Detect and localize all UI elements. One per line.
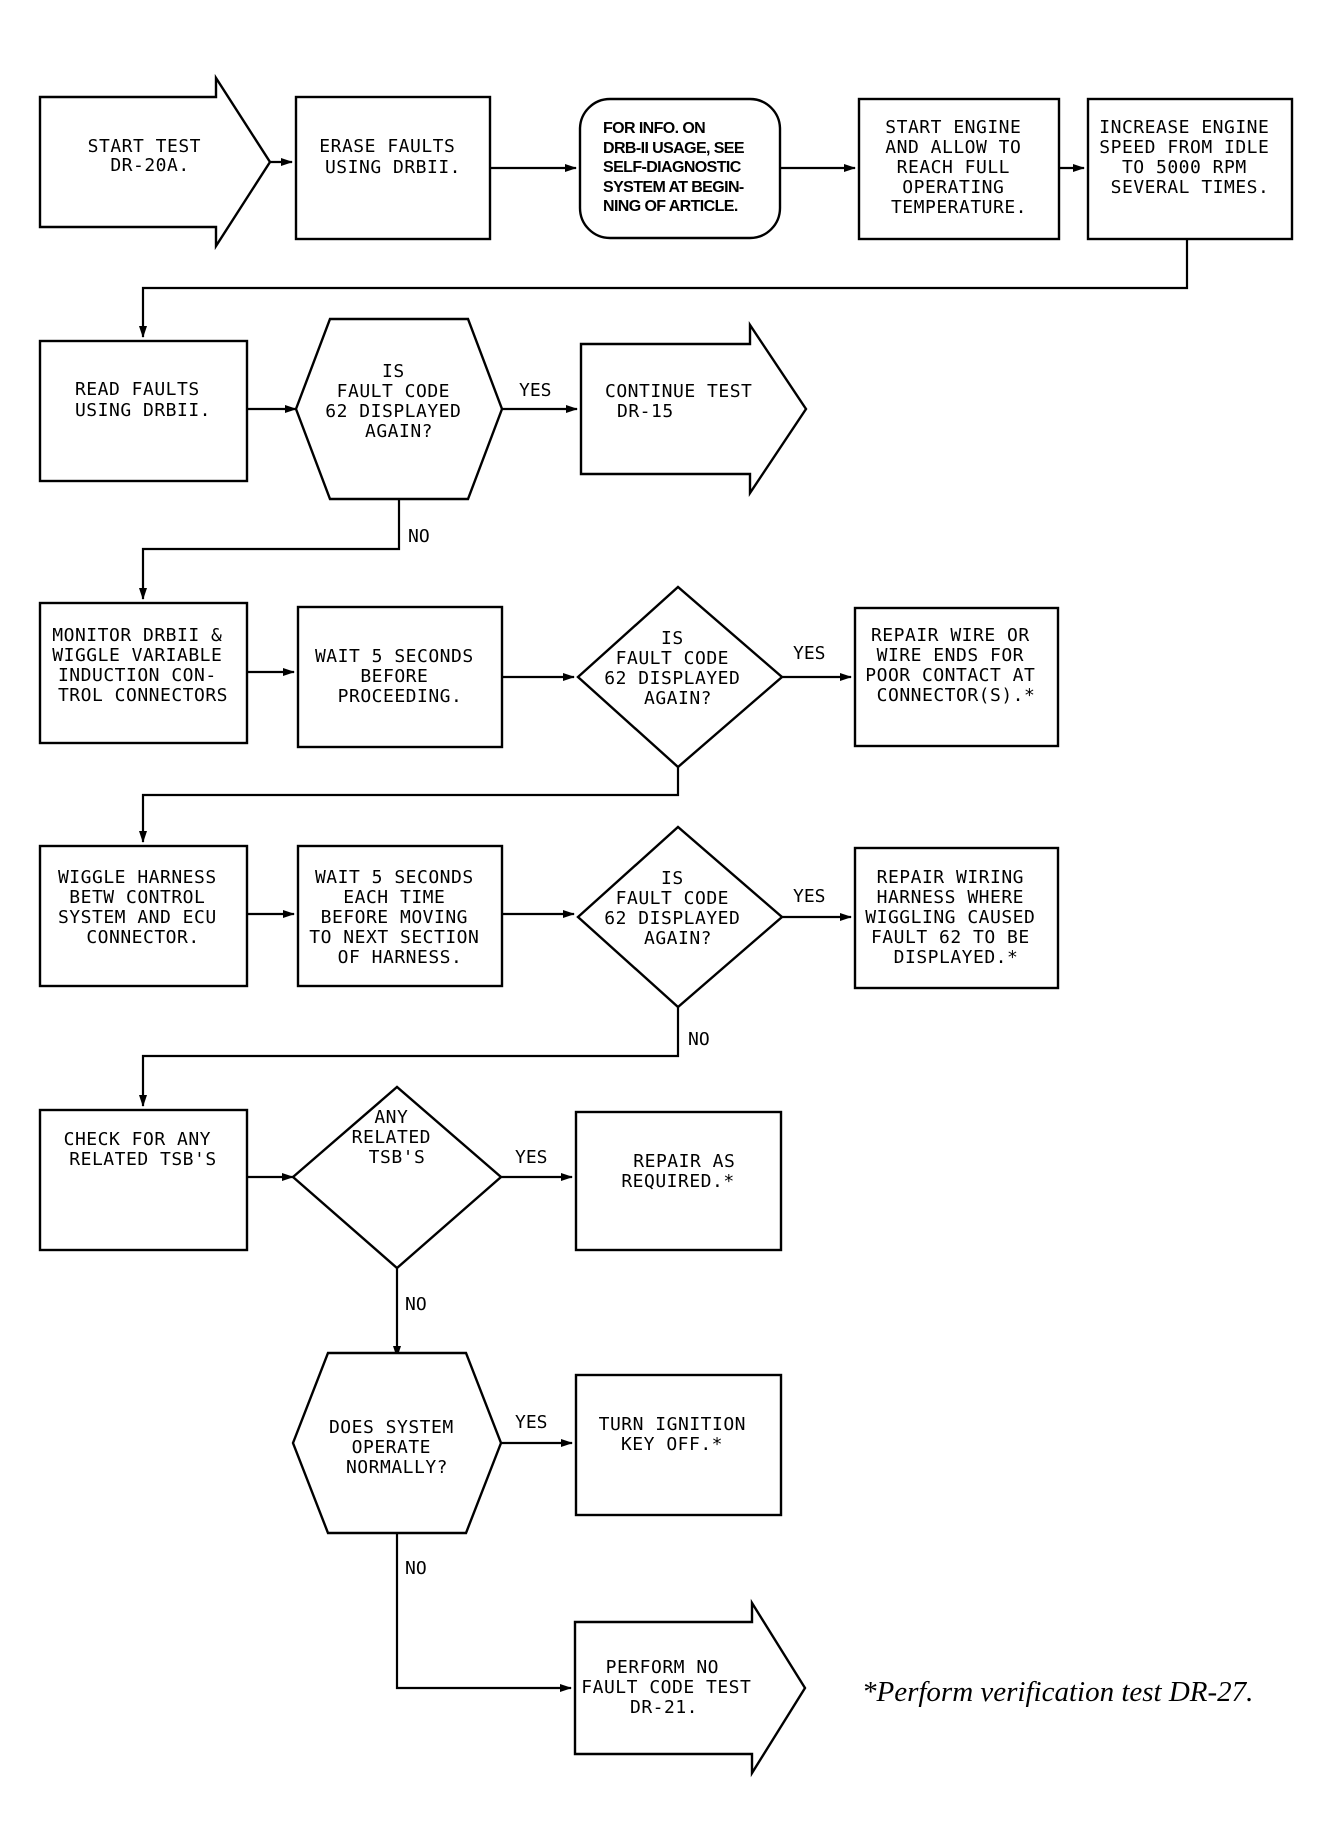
decision-1-yes-label: YES (519, 380, 552, 401)
wait-5-seconds-box-1: WAIT 5 SECONDS BEFORE PROCEEDING. (296, 605, 504, 749)
decision-5-yes-label: YES (515, 1412, 548, 1433)
info-rounded-box: FOR INFO. ON DRB-II USAGE, SEE SELF-DIAG… (578, 97, 782, 240)
decision-4-text: ANY RELATED TSB'S (352, 1107, 443, 1168)
erase-faults-box: ERASE FAULTS USING DRBII. (294, 95, 492, 241)
wiggle-harness-box: WIGGLE HARNESS BETW CONTROL SYSTEM AND E… (38, 844, 249, 988)
decision-fault-code-1: IS FAULT CODE 62 DISPLAYED AGAIN? (294, 317, 504, 501)
decision-3-yes-label: YES (793, 886, 826, 907)
decision-3-no-label: NO (688, 1029, 710, 1050)
arrow-decision-5-no (395, 1533, 572, 1692)
repair-wire-text: REPAIR WIRE OR WIRE ENDS FOR POOR CONTAC… (865, 625, 1046, 706)
increase-speed-text: INCREASE ENGINE SPEED FROM IDLE TO 5000 … (1099, 117, 1280, 198)
repair-as-required-box: REPAIR AS REQUIRED.* (574, 1110, 783, 1252)
decision-2-text: IS FAULT CODE 62 DISPLAYED AGAIN? (604, 628, 751, 709)
decision-4-no-label: NO (405, 1294, 427, 1315)
decision-3-text: IS FAULT CODE 62 DISPLAYED AGAIN? (604, 868, 751, 949)
turn-ignition-off-box: TURN IGNITION KEY OFF.* (574, 1373, 783, 1517)
monitor-drbii-text: MONITOR DRBII & WIGGLE VARIABLE INDUCTIO… (52, 625, 233, 706)
increase-speed-box: INCREASE ENGINE SPEED FROM IDLE TO 5000 … (1086, 97, 1294, 241)
decision-4-yes-label: YES (515, 1147, 548, 1168)
arrow-decision-2-no (139, 767, 680, 843)
perform-no-fault-test-arrow-box: PERFORM NO FAULT CODE TEST DR-21. (573, 1598, 807, 1778)
decision-1-text: IS FAULT CODE 62 DISPLAYED AGAIN? (325, 361, 472, 442)
start-engine-box: START ENGINE AND ALLOW TO REACH FULL OPE… (857, 97, 1061, 241)
wait-2-text: WAIT 5 SECONDS EACH TIME BEFORE MOVING T… (309, 867, 490, 968)
info-text: FOR INFO. ON DRB-II USAGE, SEE SELF-DIAG… (603, 120, 748, 215)
start-test-text: START TEST DR-20A. (88, 136, 213, 176)
monitor-drbii-box: MONITOR DRBII & WIGGLE VARIABLE INDUCTIO… (38, 601, 249, 745)
arrow-decision-3-no (139, 1007, 680, 1107)
read-faults-box: READ FAULTS USING DRBII. (38, 339, 249, 483)
perform-no-fault-text: PERFORM NO FAULT CODE TEST DR-21. (581, 1657, 762, 1718)
connectors (139, 158, 1189, 1692)
repair-wire-box: REPAIR WIRE OR WIRE ENDS FOR POOR CONTAC… (853, 606, 1060, 748)
start-engine-text: START ENGINE AND ALLOW TO REACH FULL OPE… (885, 117, 1032, 218)
check-tsb-text: CHECK FOR ANY RELATED TSB'S (64, 1129, 223, 1170)
decision-fault-code-3: IS FAULT CODE 62 DISPLAYED AGAIN? (576, 825, 784, 1009)
decision-fault-code-2: IS FAULT CODE 62 DISPLAYED AGAIN? (576, 585, 784, 769)
wait-5-seconds-box-2: WAIT 5 SECONDS EACH TIME BEFORE MOVING T… (296, 844, 504, 988)
turn-ignition-off-text: TURN IGNITION KEY OFF.* (599, 1414, 758, 1455)
decision-2-yes-label: YES (793, 643, 826, 664)
wait-1-text: WAIT 5 SECONDS BEFORE PROCEEDING. (315, 646, 485, 707)
check-tsb-box: CHECK FOR ANY RELATED TSB'S (38, 1108, 249, 1252)
verification-footnote: *Perform verification test DR-27. (862, 1676, 1253, 1708)
erase-faults-text: ERASE FAULTS USING DRBII. (319, 136, 466, 178)
continue-test-arrow-box: CONTINUE TEST DR-15 (579, 321, 808, 497)
repair-as-required-text: REPAIR AS REQUIRED.* (621, 1151, 746, 1192)
read-faults-text: READ FAULTS USING DRBII. (75, 379, 211, 421)
arrow-increase-to-read-faults (139, 239, 1189, 338)
start-test-arrow-box: START TEST DR-20A. (38, 73, 272, 251)
continue-test-text: CONTINUE TEST DR-15 (605, 381, 764, 422)
arrow-decision-1-no (139, 499, 401, 600)
decision-5-no-label: NO (405, 1558, 427, 1579)
wiggle-harness-text: WIGGLE HARNESS BETW CONTROL SYSTEM AND E… (58, 867, 228, 948)
decision-related-tsb: ANY RELATED TSB'S (291, 1085, 503, 1270)
repair-harness-box: REPAIR WIRING HARNESS WHERE WIGGLING CAU… (853, 846, 1060, 990)
decision-1-no-label: NO (408, 526, 430, 547)
decision-5-text: DOES SYSTEM OPERATE NORMALLY? (329, 1417, 465, 1478)
decision-system-normal: DOES SYSTEM OPERATE NORMALLY? (291, 1351, 503, 1535)
repair-harness-text: REPAIR WIRING HARNESS WHERE WIGGLING CAU… (865, 867, 1046, 968)
